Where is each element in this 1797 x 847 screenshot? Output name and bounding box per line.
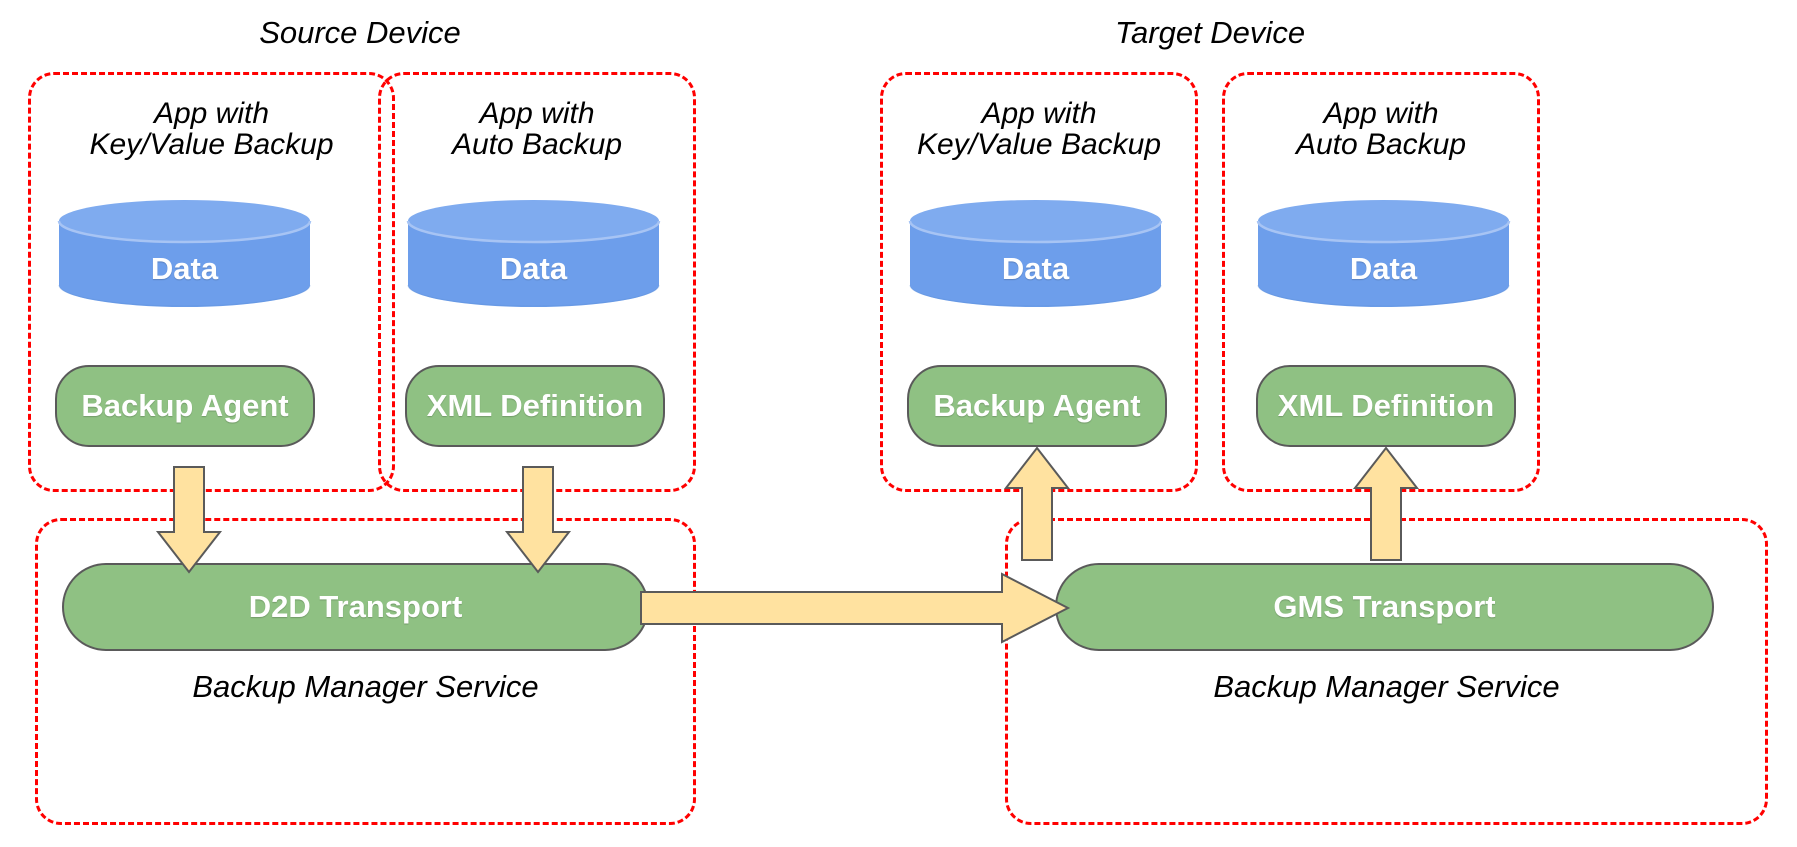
source-app-auto-data-cylinder: Data <box>406 199 661 307</box>
up-arrow-icon <box>1352 446 1420 561</box>
arrow-source-xml-definition-to-d2d <box>504 466 572 574</box>
source-app-kv-caption-line1: App with <box>153 97 270 130</box>
target-app-kv-caption-line1: App with <box>981 97 1097 130</box>
source-backup-manager-service-caption: Backup Manager Service <box>192 669 539 704</box>
arrow-gms-to-target-backup-agent <box>1003 446 1071 562</box>
target-app-auto-data-cylinder: Data <box>1256 199 1511 307</box>
up-arrow-icon <box>1003 446 1071 561</box>
target-backup-manager-service-caption: Backup Manager Service <box>1213 669 1560 704</box>
arrow-d2d-to-gms <box>640 570 1071 646</box>
target-app-kv-caption-line2: Key/Value Backup <box>916 127 1162 161</box>
source-app-kv-caption-line2: Key/Value Backup <box>89 127 334 161</box>
source-backup-agent-pill[interactable]: Backup Agent <box>55 365 315 447</box>
down-arrow-icon <box>504 466 572 574</box>
target-backup-agent-pill[interactable]: Backup Agent <box>907 365 1167 447</box>
cylinder-shape <box>406 200 661 307</box>
down-arrow-icon <box>155 466 223 574</box>
target-app-kv-caption: App with Key/Value Backup <box>883 97 1195 161</box>
source-app-kv-container: App with Key/Value Backup <box>28 72 395 492</box>
right-arrow-icon <box>640 572 1071 644</box>
source-backup-manager-service-container: Backup Manager Service <box>35 518 696 825</box>
target-device-title: Target Device <box>1114 15 1306 50</box>
source-device-title: Source Device <box>259 15 461 50</box>
target-xml-definition-pill[interactable]: XML Definition <box>1256 365 1516 447</box>
source-xml-definition-pill[interactable]: XML Definition <box>405 365 665 447</box>
arrow-source-backup-agent-to-d2d <box>155 466 223 574</box>
source-app-auto-caption-line2: Auto Backup <box>451 127 623 161</box>
d2d-transport-pill[interactable]: D2D Transport <box>62 563 649 651</box>
target-app-auto-caption: App with Auto Backup <box>1225 97 1537 161</box>
target-app-kv-container: App with Key/Value Backup <box>880 72 1198 492</box>
cylinder-shape <box>1256 200 1511 307</box>
source-app-kv-caption: App with Key/Value Backup <box>31 97 392 161</box>
target-app-auto-caption-line1: App with <box>1323 97 1439 130</box>
gms-transport-pill[interactable]: GMS Transport <box>1055 563 1714 651</box>
target-app-kv-data-cylinder: Data <box>908 199 1163 307</box>
cylinder-shape <box>908 200 1163 307</box>
source-app-kv-data-cylinder: Data <box>57 199 312 307</box>
source-app-auto-caption: App with Auto Backup <box>381 97 693 161</box>
source-app-auto-caption-line1: App with <box>479 97 595 130</box>
target-app-auto-caption-line2: Auto Backup <box>1295 127 1467 161</box>
arrow-gms-to-target-xml-definition <box>1352 446 1420 562</box>
cylinder-shape <box>57 200 312 307</box>
